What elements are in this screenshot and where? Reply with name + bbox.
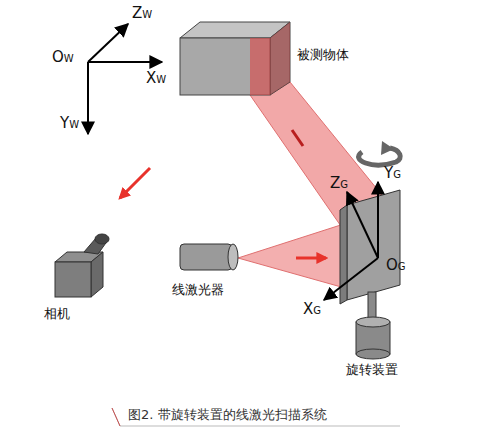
laser-body xyxy=(180,244,238,270)
rotation-device xyxy=(356,292,390,359)
part-label-box: 线激光器 xyxy=(172,282,224,298)
axis-label: XW xyxy=(146,71,166,86)
beam-mark xyxy=(292,130,303,146)
axis-label: ZW xyxy=(132,6,152,21)
axis-label: XG xyxy=(303,302,321,317)
part-label: 相机 xyxy=(44,306,70,322)
measured-object xyxy=(180,22,290,95)
part-label: 旋转装置 xyxy=(346,362,398,378)
laser-arrow xyxy=(296,257,326,260)
part-label-box: 相机 xyxy=(44,306,70,322)
view-arrow xyxy=(120,168,150,198)
axis-label: OG xyxy=(386,258,406,273)
mirror xyxy=(340,190,400,304)
axis-label: YG xyxy=(384,166,401,181)
rotation-arrow xyxy=(359,148,401,165)
axis-label: OW xyxy=(52,50,74,65)
figure-caption: 图2. 带旋转装置的线激光扫描系统 xyxy=(128,406,327,424)
rotation-arrowhead xyxy=(381,141,394,155)
part-label: 线激光器 xyxy=(172,282,224,298)
part-label: 被测物体 xyxy=(297,47,349,63)
part-label-box: 旋转装置 xyxy=(346,362,398,378)
g-axes xyxy=(324,182,378,300)
axis-label: ZG xyxy=(330,176,348,191)
part-label-box: 被测物体 xyxy=(297,47,349,63)
axis-label: YW xyxy=(60,116,79,131)
camera xyxy=(55,234,109,297)
laser-fan xyxy=(238,222,352,290)
